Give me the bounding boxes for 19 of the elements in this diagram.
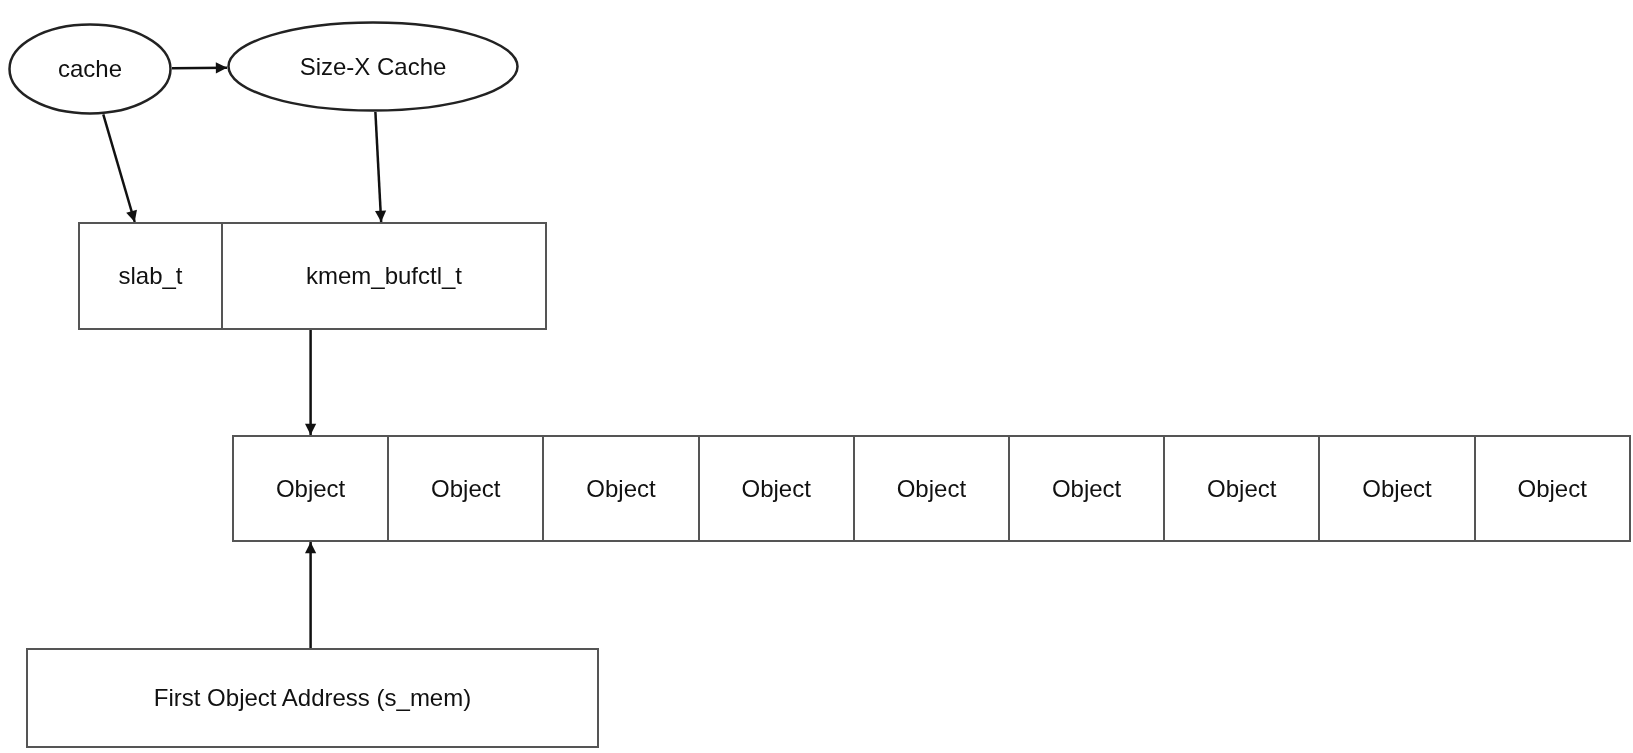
ellipse-node: cache [8, 23, 172, 115]
record-field: Object [1318, 435, 1476, 542]
record-field: slab_t [78, 222, 223, 330]
arrow [171, 62, 228, 74]
record-field: Object [1473, 435, 1631, 542]
record-field: Object [387, 435, 545, 542]
arrow [374, 111, 387, 223]
record-field: Object [697, 435, 855, 542]
arrow [102, 114, 137, 223]
record-field: Object [1163, 435, 1321, 542]
record-field: kmem_bufctl_t [221, 222, 547, 330]
record-field: Object [542, 435, 700, 542]
ellipse-node: Size-X Cache [227, 21, 519, 112]
arrow [305, 330, 317, 435]
record-field: Object [1008, 435, 1166, 542]
record-field: Object [852, 435, 1010, 542]
arrow [305, 542, 317, 648]
record-field: First Object Address (s_mem) [26, 648, 599, 748]
record-field: Object [232, 435, 390, 542]
